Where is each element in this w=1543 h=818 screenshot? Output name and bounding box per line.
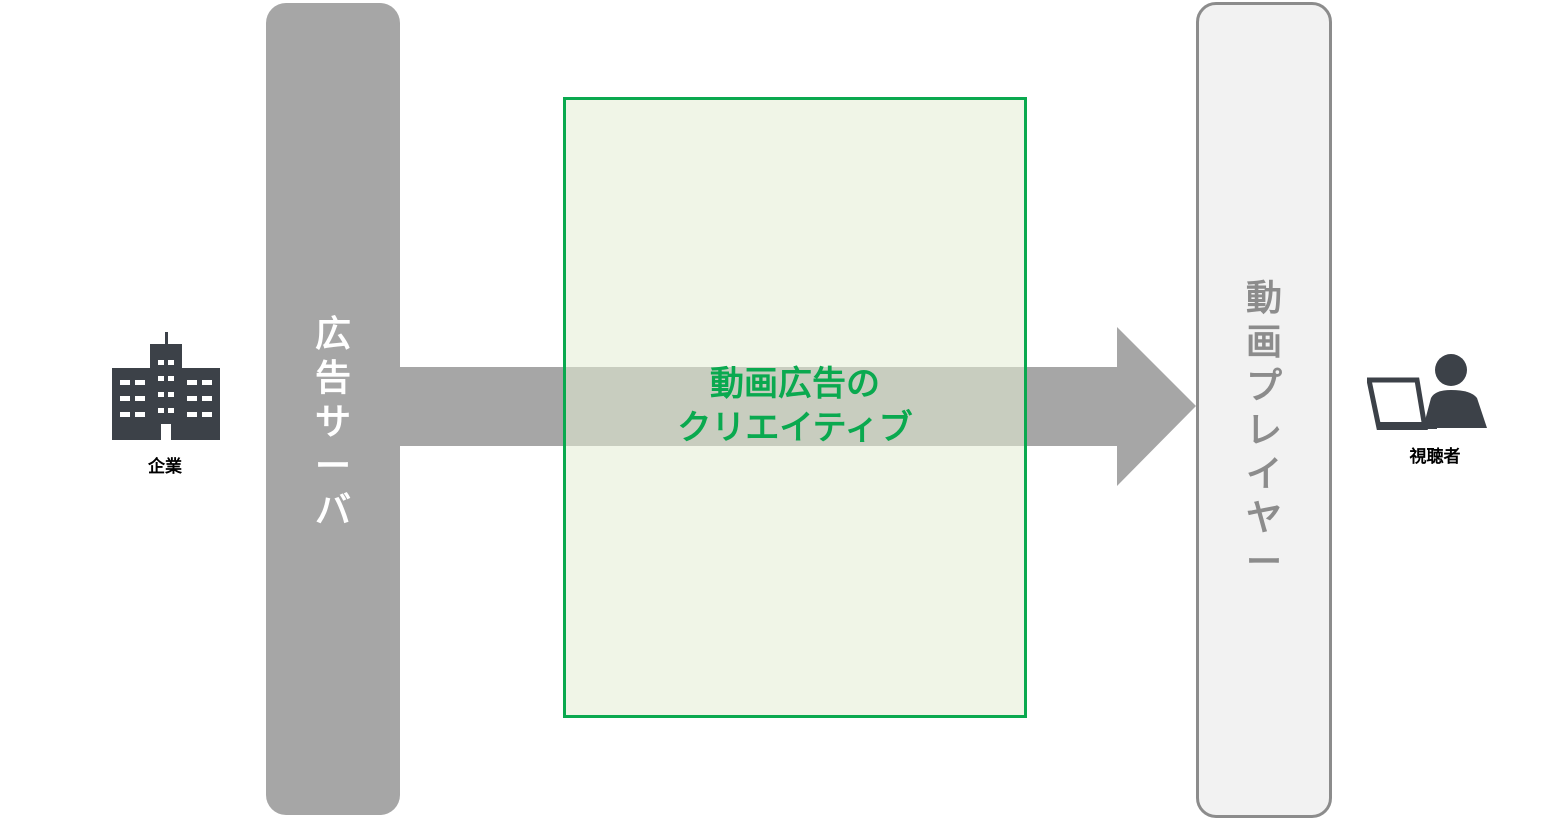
vertical-char: 動 <box>1245 278 1282 319</box>
creative-box <box>563 97 1027 718</box>
vertical-char: ー <box>314 446 351 487</box>
vertical-char: プ <box>1245 366 1282 407</box>
creative-label: 動画広告の クリエイティブ <box>563 362 1027 450</box>
vertical-char: 告 <box>314 358 351 399</box>
vertical-char: サ <box>314 402 351 443</box>
company-label: 企業 <box>148 457 182 477</box>
vertical-char: 広 <box>314 314 351 355</box>
ad-server-label: 広告サーバ <box>266 313 400 533</box>
vertical-char: 画 <box>1245 322 1282 363</box>
creative-label-line1: 動画広告の <box>710 364 880 404</box>
vertical-char: レ <box>1245 410 1282 451</box>
video-player-label: 動画プレイヤー <box>1199 277 1329 585</box>
vertical-char: ー <box>1245 542 1282 583</box>
vertical-char: イ <box>1245 454 1282 495</box>
person-laptop-icon <box>1367 354 1487 430</box>
vertical-char: バ <box>314 490 351 531</box>
building-icon <box>112 332 220 440</box>
ad-server-bar: 広告サーバ <box>266 3 400 815</box>
viewer-label: 視聴者 <box>1409 447 1461 467</box>
creative-label-line2: クリエイティブ <box>677 408 913 448</box>
vertical-char: ヤ <box>1245 498 1282 539</box>
video-player-bar: 動画プレイヤー <box>1196 2 1332 818</box>
